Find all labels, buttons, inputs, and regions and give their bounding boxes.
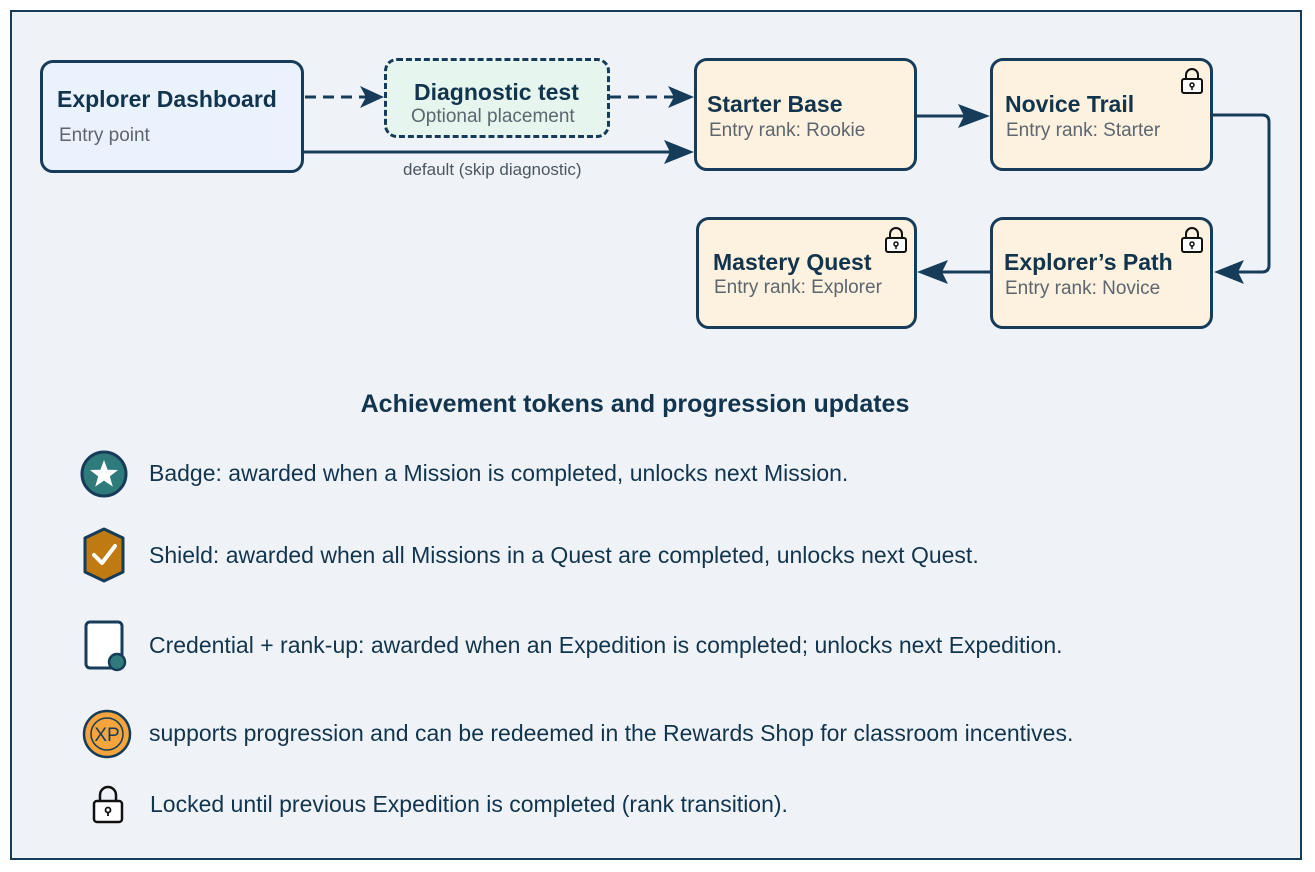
node-title: Mastery Quest — [713, 249, 872, 275]
node-subtitle: Optional placement — [411, 106, 575, 127]
node-subtitle: Entry point — [59, 125, 150, 146]
star-badge-icon — [80, 450, 128, 498]
node-starter-base[interactable]: Starter Base Entry rank: Rookie — [694, 58, 917, 171]
node-title: Explorer Dashboard — [57, 86, 277, 112]
node-diagnostic-test[interactable]: Diagnostic test Optional placement — [384, 58, 610, 138]
legend-title: Achievement tokens and progression updat… — [360, 390, 910, 418]
node-title: Explorer’s Path — [1004, 249, 1173, 275]
node-subtitle: Entry rank: Explorer — [714, 277, 882, 298]
legend-text-shield: Shield: awarded when all Missions in a Q… — [149, 542, 979, 568]
lock-icon — [92, 785, 124, 824]
node-mastery-quest[interactable]: Mastery Quest Entry rank: Explorer — [696, 217, 917, 329]
shield-icon — [83, 527, 125, 583]
node-novice-trail[interactable]: Novice Trail Entry rank: Starter — [990, 58, 1213, 171]
xp-coin-icon: XP — [82, 709, 132, 759]
lock-icon — [885, 227, 907, 253]
node-title: Diagnostic test — [414, 79, 579, 105]
lock-icon — [1181, 68, 1203, 94]
node-title: Novice Trail — [1005, 91, 1135, 117]
node-title: Starter Base — [707, 91, 843, 117]
credential-icon — [84, 620, 127, 672]
edge-novice-to-explorers-path — [1213, 113, 1271, 274]
legend-text-credential: Credential + rank-up: awarded when an Ex… — [149, 632, 1063, 658]
node-subtitle: Entry rank: Novice — [1005, 278, 1161, 299]
legend-text-lock: Locked until previous Expedition is comp… — [150, 791, 788, 817]
legend-text-xp: supports progression and can be redeemed… — [149, 720, 1074, 746]
node-subtitle: Entry rank: Rookie — [709, 120, 866, 141]
node-subtitle: Entry rank: Starter — [1006, 120, 1161, 141]
legend-text-badge: Badge: awarded when a Mission is complet… — [149, 460, 849, 486]
edge-label-default: default (skip diagnostic) — [403, 160, 582, 179]
node-explorer-dashboard[interactable]: Explorer Dashboard Entry point — [40, 60, 304, 173]
node-explorers-path[interactable]: Explorer’s Path Entry rank: Novice — [990, 217, 1213, 329]
lock-icon — [1181, 227, 1203, 253]
xp-label: XP — [94, 725, 119, 746]
